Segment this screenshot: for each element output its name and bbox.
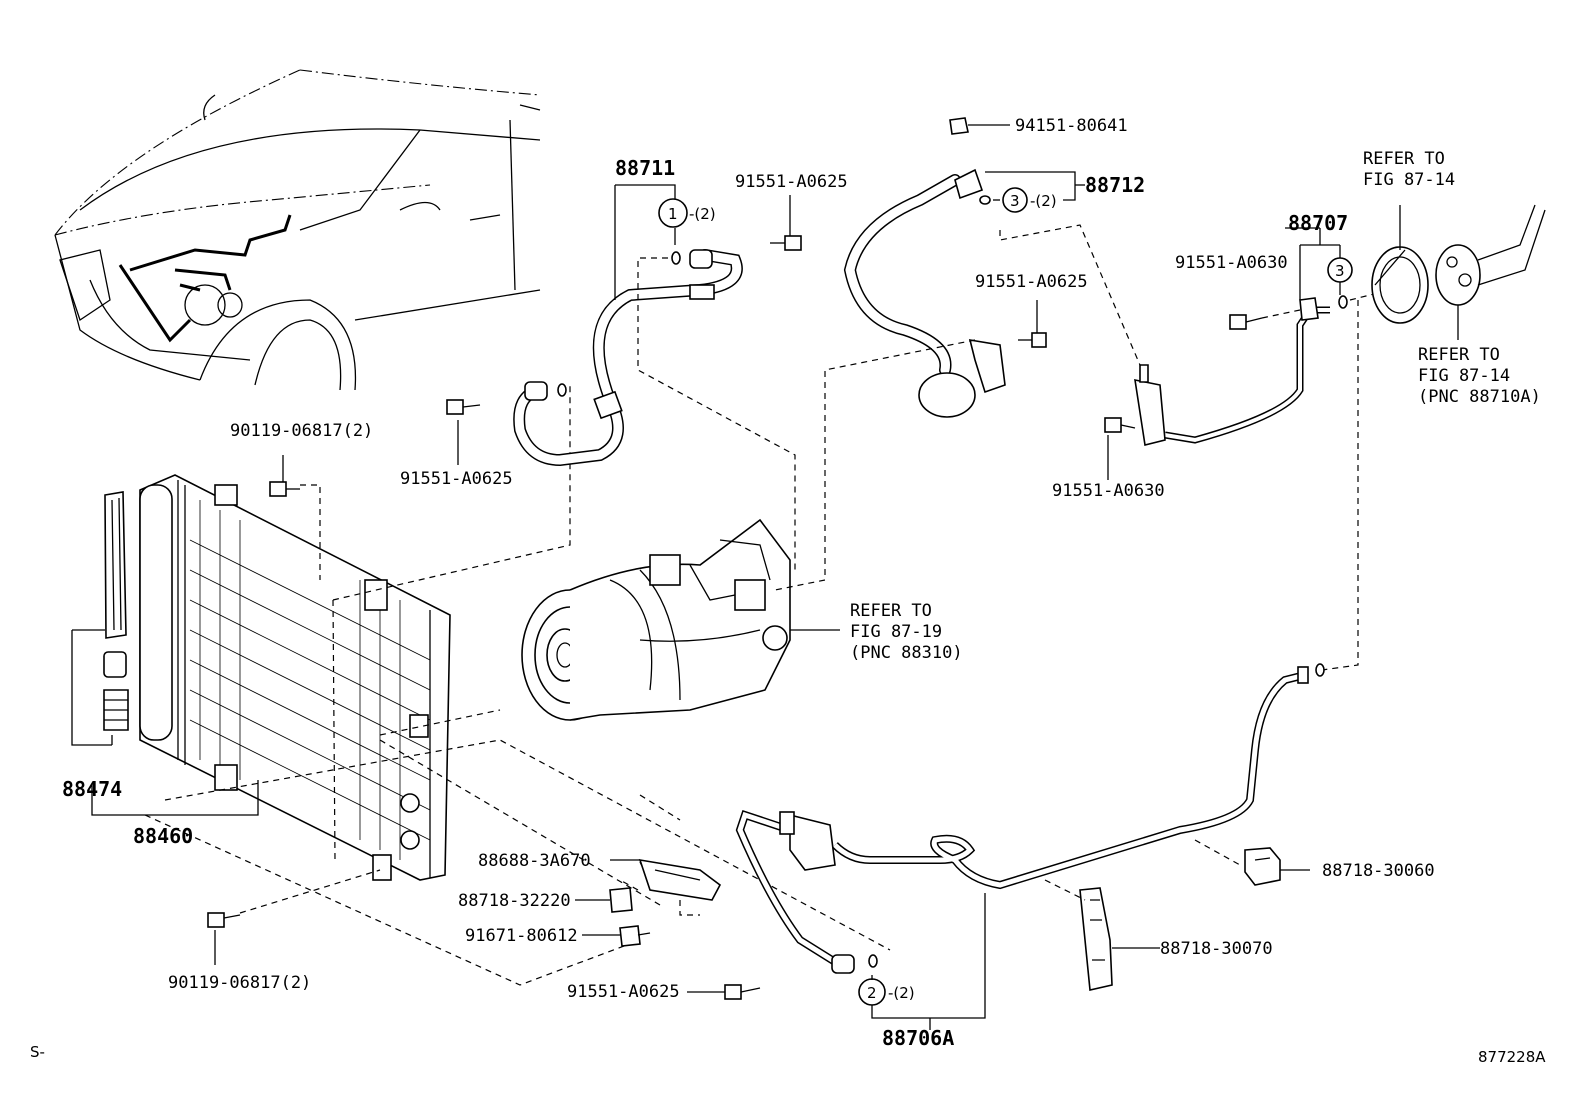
label-leaders — [639, 227, 1321, 867]
clamps-bottom — [575, 839, 1310, 991]
label-88707: 88707 — [1288, 211, 1348, 235]
label-88711: 88711 — [615, 156, 675, 180]
fig-87-19: FIG 87-19 — [850, 622, 942, 642]
hose-88711 — [446, 184, 802, 570]
condenser-bolts — [207, 455, 381, 965]
compressor — [521, 518, 840, 721]
refer-to-right: REFER TO — [1418, 345, 1500, 365]
fig-87-14-right: FIG 87-14 — [1418, 366, 1510, 386]
label-91551-a0630-top: 91551-A0630 — [1175, 253, 1288, 273]
circle-num-1: 1 — [668, 205, 678, 223]
label-90119-06817-top: 90119-06817(2) — [230, 421, 373, 441]
label-88474: 88474 — [62, 777, 122, 801]
qty-3: -(2) — [1030, 192, 1057, 210]
label-91551-a0625-mid: 91551-A0625 — [975, 272, 1088, 292]
pipe-88712 — [774, 117, 1141, 591]
label-91551-a0625-top: 91551-A0625 — [735, 172, 848, 192]
label-88712: 88712 — [1085, 173, 1145, 197]
pnc-88310: (PNC 88310) — [850, 643, 963, 663]
label-90119-06817-bottom: 90119-06817(2) — [168, 973, 311, 993]
pipe-88707 — [1104, 244, 1391, 480]
expansion-parts — [1321, 204, 1546, 671]
part-labels: 94151-80641 88711 91551-A0625 88712 8870… — [30, 116, 1546, 1066]
label-91551-a0630-bottom: 91551-A0630 — [1052, 481, 1165, 501]
label-88718-32220: 88718-32220 — [458, 891, 571, 911]
label-88460: 88460 — [133, 824, 193, 848]
dashed-leaders-left — [144, 385, 891, 986]
label-91551-a0625-left: 91551-A0625 — [400, 469, 513, 489]
label-91551-a0625-bottom: 91551-A0625 — [567, 982, 680, 1002]
qty-2: -(2) — [888, 984, 915, 1002]
refer-compressor: REFER TO FIG 87-19 (PNC 88310) — [850, 601, 963, 663]
qty-1: -(2) — [689, 205, 716, 223]
refer-top-right: REFER TO FIG 87-14 REFER TO FIG 87-14 (P… — [1363, 149, 1541, 407]
footer-right: 877228A — [1478, 1048, 1546, 1066]
circle-num-3b: 3 — [1335, 262, 1345, 280]
dryer-parts — [71, 491, 259, 816]
pnc-88710a: (PNC 88710A) — [1418, 387, 1541, 407]
label-88718-30060: 88718-30060 — [1322, 861, 1435, 881]
condenser — [139, 474, 451, 881]
pipe-88706a — [687, 663, 1325, 1030]
circle-num-2: 2 — [867, 984, 877, 1002]
vehicle-outline — [54, 69, 541, 391]
label-94151-80641: 94151-80641 — [1015, 116, 1128, 136]
label-88688-3a670: 88688-3A670 — [478, 851, 591, 871]
footer-left: S- — [30, 1043, 45, 1061]
label-88706a: 88706A — [882, 1026, 954, 1050]
label-88718-30070: 88718-30070 — [1160, 939, 1273, 959]
label-91671-80612: 91671-80612 — [465, 926, 578, 946]
fig-87-14-top: FIG 87-14 — [1363, 170, 1455, 190]
circle-num-3a: 3 — [1010, 192, 1020, 210]
refer-to-top: REFER TO — [1363, 149, 1445, 169]
refer-to-compressor: REFER TO — [850, 601, 932, 621]
